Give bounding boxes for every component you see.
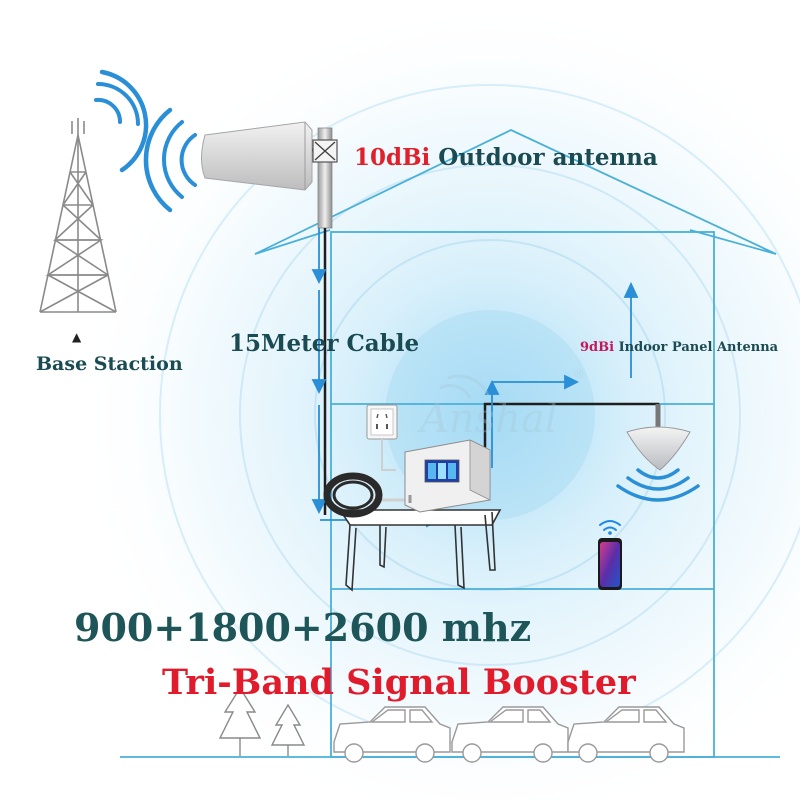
incoming-signal-waves (94, 69, 197, 213)
car-icon (451, 706, 569, 763)
ceiling-antenna-icon (626, 404, 691, 471)
indoor-antenna-gain: 9dBi (580, 340, 615, 355)
outdoor-antenna-gain: 10dBi (354, 144, 431, 171)
svg-text:Anshal: Anshal (416, 396, 558, 442)
indoor-antenna-label: 9dBi Indoor Panel Antenna (580, 340, 778, 355)
cell-tower-icon (39, 118, 117, 313)
wall-socket-icon (366, 404, 398, 471)
car-icon (567, 706, 685, 763)
outdoor-antenna-label: 10dBi Outdoor antenna (354, 144, 658, 171)
smartphone-icon (598, 520, 622, 590)
base-station-marker: ▲ (72, 330, 82, 344)
table (338, 509, 502, 592)
product-title: Tri-Band Signal Booster (162, 662, 636, 703)
frequency-bands-label: 900+1800+2600 mhz (74, 605, 532, 650)
signal-booster-device-icon (404, 439, 491, 513)
car-icon (333, 706, 451, 763)
emitted-signal-waves (616, 468, 700, 502)
tree-icon (218, 686, 306, 756)
outdoor-antenna-name: Outdoor antenna (438, 144, 658, 171)
antenna-mast-pole (312, 127, 338, 229)
watermark-logo: Anshal ® (416, 367, 585, 442)
cable-length-label: 15Meter Cable (229, 330, 420, 357)
indoor-antenna-name: Indoor Panel Antenna (618, 340, 779, 355)
base-station-label: Base Staction (36, 353, 183, 375)
coax-cable-coil-icon (323, 472, 383, 518)
svg-text:®: ® (573, 367, 585, 381)
